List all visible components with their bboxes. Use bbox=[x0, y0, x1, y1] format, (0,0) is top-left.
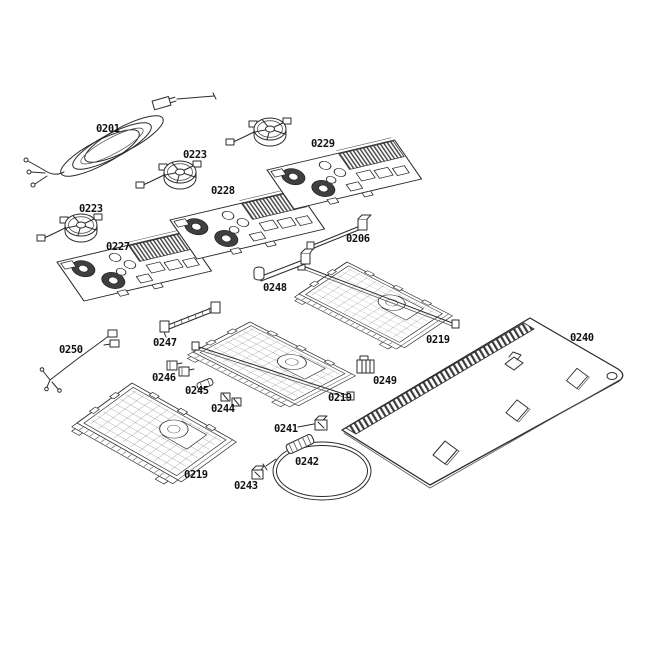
clip-0241 bbox=[297, 415, 328, 431]
callout-0227: 0227 bbox=[106, 241, 130, 253]
connector-0249 bbox=[356, 355, 375, 374]
filter-0246 bbox=[166, 360, 195, 377]
panel-hole bbox=[606, 372, 618, 380]
callout-0223-left: 0223 bbox=[79, 203, 103, 215]
support-tray-0219-middle bbox=[180, 319, 358, 412]
callout-0223-middle: 0223 bbox=[183, 149, 207, 161]
clip-0243 bbox=[251, 465, 265, 480]
callout-0242: 0242 bbox=[295, 456, 319, 468]
callout-0250: 0250 bbox=[59, 344, 83, 356]
callout-0228: 0228 bbox=[211, 185, 235, 197]
power-cord-0201 bbox=[23, 92, 217, 188]
glass-panel-0240 bbox=[341, 317, 624, 489]
callout-0241: 0241 bbox=[274, 423, 298, 435]
fuse-0245 bbox=[196, 378, 214, 390]
seal-ring-0242 bbox=[262, 434, 372, 501]
callout-0244: 0244 bbox=[211, 403, 235, 415]
callout-0229: 0229 bbox=[311, 138, 335, 150]
callout-0245: 0245 bbox=[185, 385, 209, 397]
callout-0246: 0246 bbox=[152, 372, 176, 384]
callout-0243: 0243 bbox=[234, 480, 258, 492]
panel-bracket bbox=[504, 356, 524, 371]
ribbon-cable-0247 bbox=[159, 301, 221, 338]
callout-0206: 0206 bbox=[346, 233, 370, 245]
callout-0201: 0201 bbox=[96, 123, 120, 135]
clamp-0244 bbox=[220, 392, 242, 407]
callout-0240: 0240 bbox=[570, 332, 594, 344]
connecting-cable-0206 bbox=[306, 214, 372, 250]
callout-0219-middle: 0219 bbox=[328, 392, 352, 404]
callout-0247: 0247 bbox=[153, 337, 177, 349]
callout-0249: 0249 bbox=[373, 375, 397, 387]
callout-labels: 0201 0223 0229 0223 0228 0227 0206 0248 … bbox=[59, 123, 594, 492]
callout-0248: 0248 bbox=[263, 282, 287, 294]
wiring-harness-0250 bbox=[39, 329, 120, 393]
callout-0219-bottom: 0219 bbox=[184, 469, 208, 481]
callout-0219-top: 0219 bbox=[426, 334, 450, 346]
connecting-cable-0248 bbox=[253, 248, 314, 282]
